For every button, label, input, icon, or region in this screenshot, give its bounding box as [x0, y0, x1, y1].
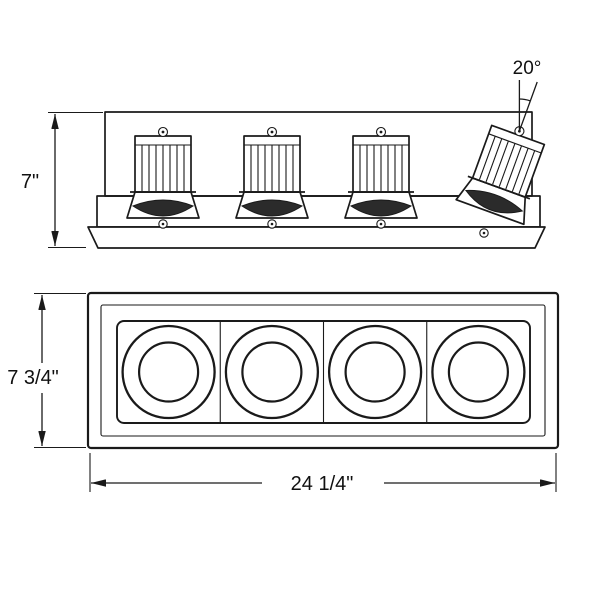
front-height-dimension: 7 3/4" [7, 292, 86, 449]
pan-screw-1 [158, 219, 168, 229]
lamp-outer-ring [224, 324, 320, 420]
front-view: 7 3/4" 24 1/4" [7, 291, 560, 495]
led-module-3 [344, 126, 418, 219]
trim-flange [87, 226, 546, 249]
lamp-outer-ring [431, 324, 526, 420]
aperture-cell-3 [327, 324, 423, 420]
inner-trim-frame [100, 304, 546, 437]
led-module-2 [235, 126, 309, 219]
aperture-cell-2 [224, 324, 320, 420]
pan-screw-3 [376, 219, 386, 229]
lamp-inner-ring [138, 341, 200, 403]
led-module-1 [126, 126, 200, 219]
angle-annotation: 20° [513, 58, 542, 132]
lamp-outer-ring [327, 324, 423, 420]
aperture-cell-1 [121, 324, 216, 420]
side-height-label: 7" [21, 171, 39, 193]
outer-trim-frame [86, 291, 560, 450]
front-height-label: 7 3/4" [7, 367, 59, 389]
angle-arc [519, 98, 531, 102]
angle-axis-line [518, 81, 538, 132]
front-width-dimension: 24 1/4" [89, 453, 557, 495]
lamp-inner-ring [241, 341, 303, 403]
side-view: 20° 7" [21, 58, 556, 249]
lamp-inner-ring [344, 341, 406, 403]
lamp-inner-ring [447, 341, 509, 403]
side-height-dimension: 7" [21, 111, 103, 249]
front-width-label: 24 1/4" [291, 473, 354, 495]
angle-label: 20° [513, 58, 542, 79]
pan-screw-2 [267, 219, 277, 229]
pan-screw-4 [479, 228, 489, 238]
aperture-cell-4 [431, 324, 526, 420]
lamp-outer-ring [121, 324, 216, 420]
